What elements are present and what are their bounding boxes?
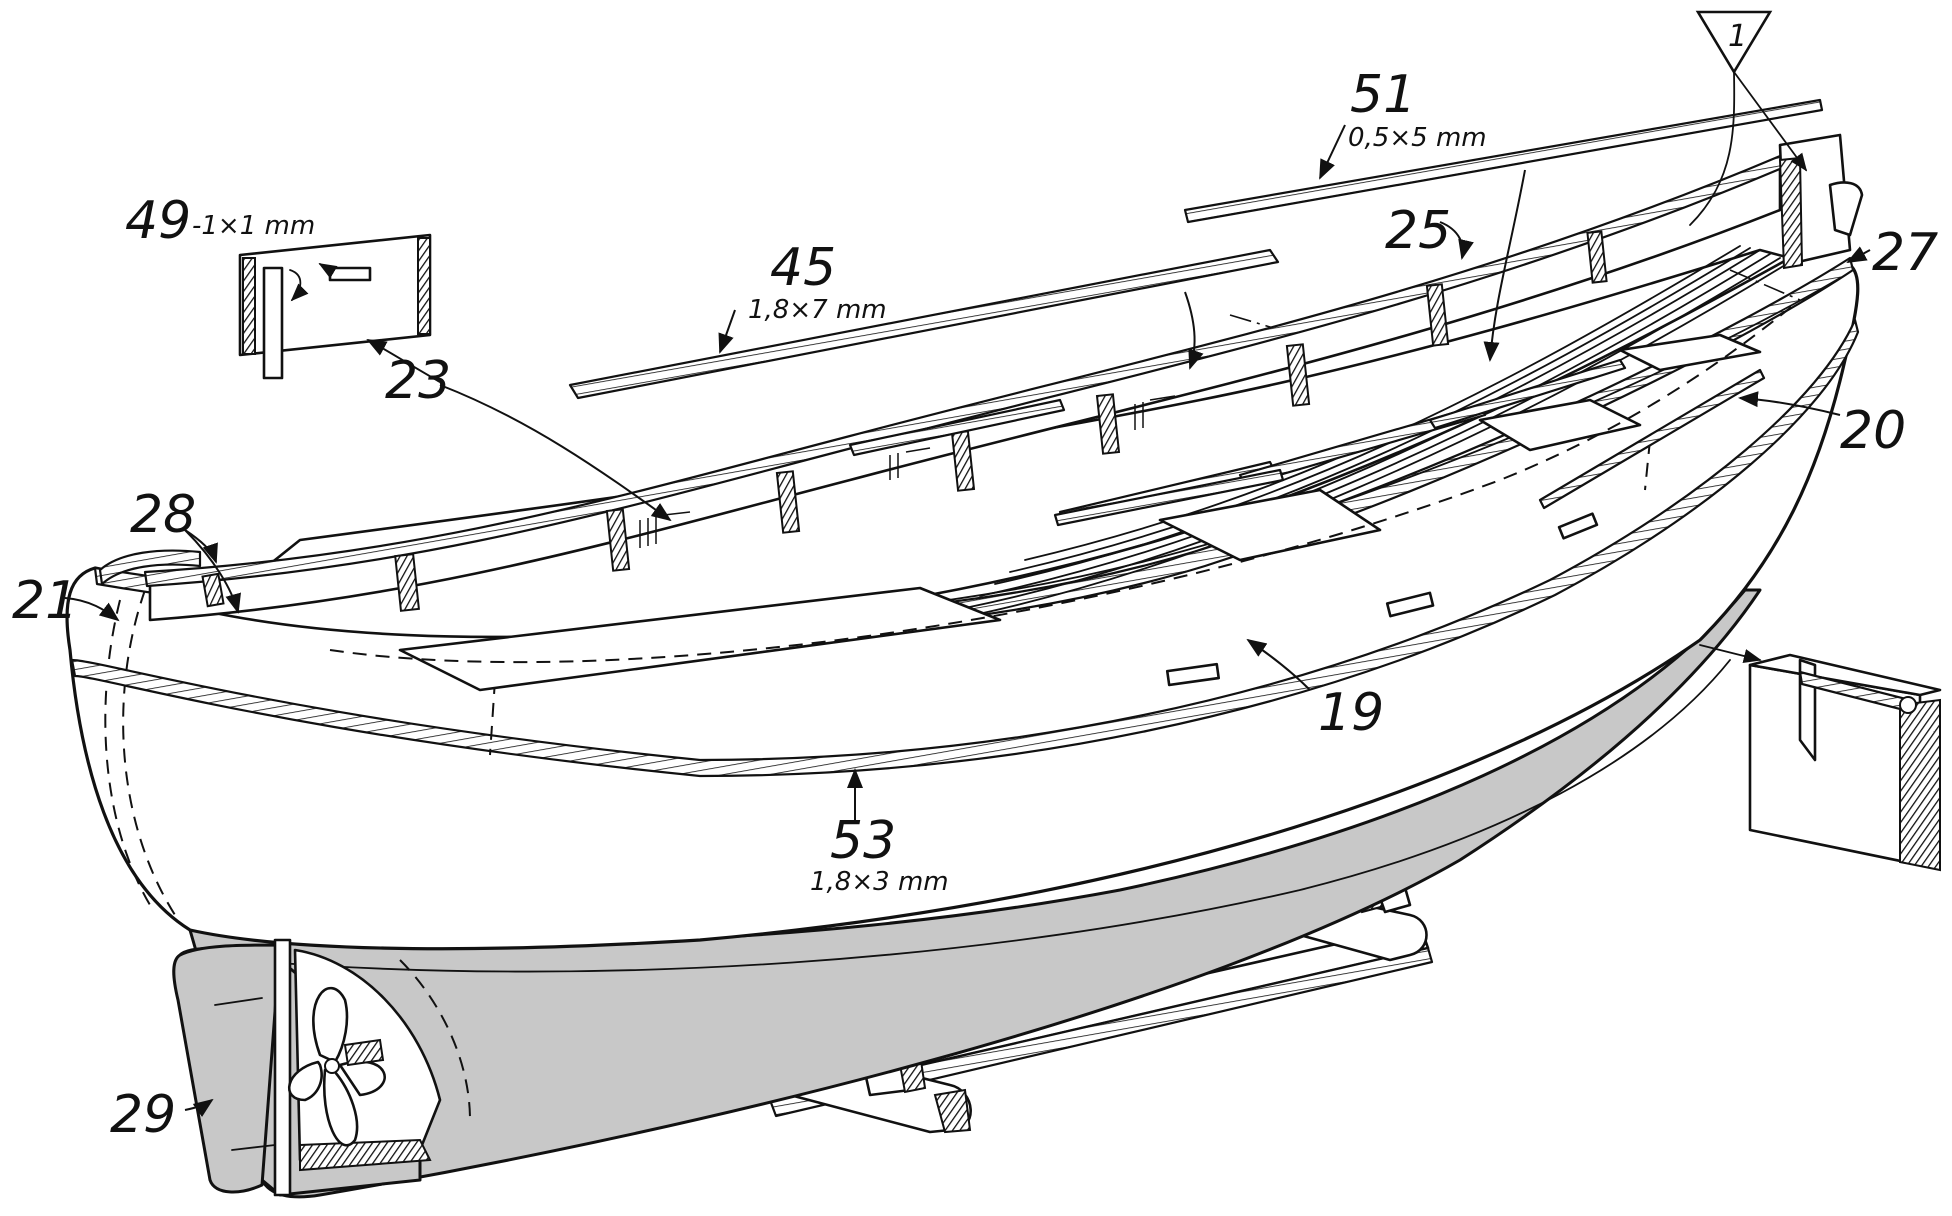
label-28: 28 (130, 485, 196, 545)
strip-45 (568, 248, 1280, 400)
callout-labels: 51 0,5×5 mm 25 27 45 1,8×7 mm 49 -1×1 mm… (12, 65, 1938, 1145)
loose-strips (568, 98, 1824, 527)
marker-1: 1 (1689, 10, 1808, 226)
part-49-frame (238, 233, 432, 380)
label-53: 53 (830, 811, 896, 871)
label-51-dim: 0,5×5 mm (1348, 123, 1487, 153)
label-27: 27 (1872, 223, 1938, 283)
label-51: 51 (1350, 65, 1416, 125)
label-49-dim: -1×1 mm (192, 211, 315, 241)
support-block (1699, 644, 1942, 872)
label-29: 29 (110, 1085, 176, 1145)
label-49: 49 (125, 191, 191, 251)
label-21: 21 (12, 571, 78, 631)
label-45-dim: 1,8×7 mm (748, 295, 887, 325)
label-25: 25 (1385, 201, 1451, 261)
label-53-dim: 1,8×3 mm (810, 867, 949, 897)
label-1: 1 (1728, 19, 1747, 54)
rudder-propeller (172, 938, 471, 1197)
label-23: 23 (385, 351, 451, 411)
label-20: 20 (1840, 401, 1906, 461)
rudder-29 (172, 943, 282, 1194)
label-19: 19 (1318, 683, 1384, 743)
label-45: 45 (770, 238, 836, 298)
underwater-hull (188, 588, 1762, 1199)
strip-51 (1183, 98, 1824, 224)
rubbing-strake-53 (70, 318, 1860, 778)
stem-27 (1828, 181, 1864, 237)
leader-lines (64, 124, 1871, 1117)
